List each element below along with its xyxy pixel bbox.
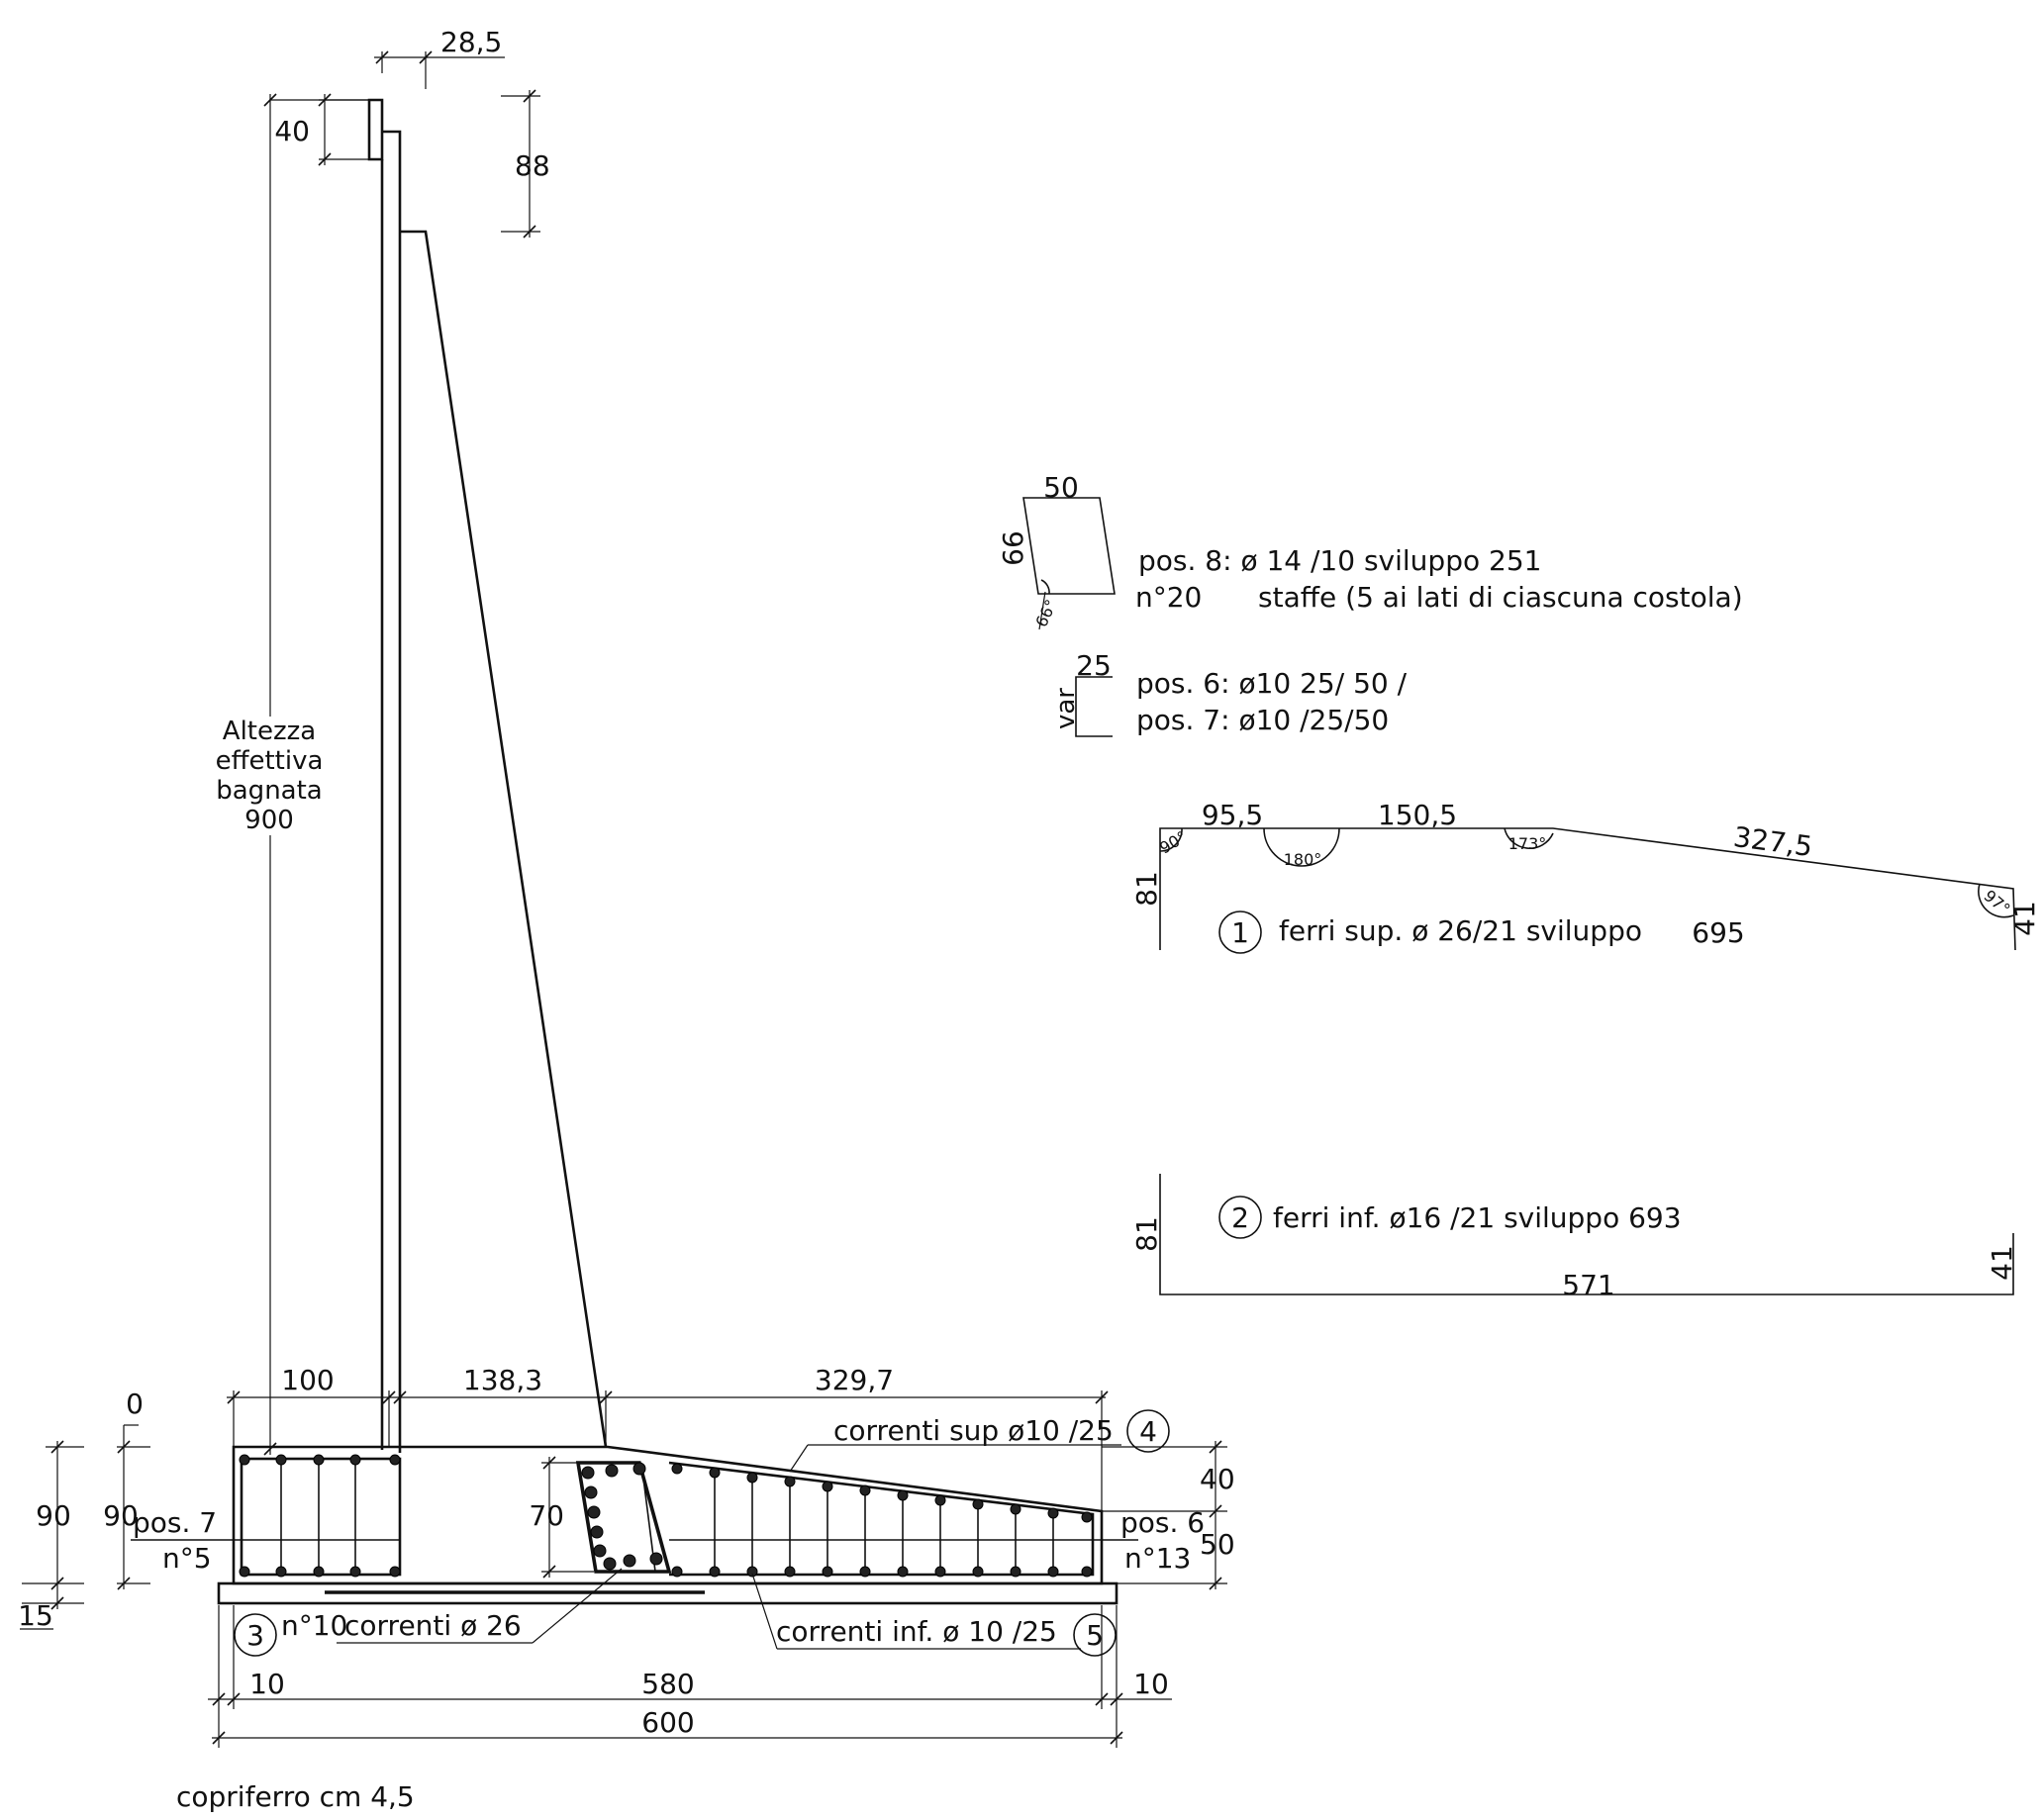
dim-label-50-right: 50: [1200, 1528, 1235, 1561]
pos8-shape: [1022, 497, 1116, 595]
dim-label-90-a: 90: [36, 1499, 71, 1532]
bar1-right: 41: [2008, 901, 2041, 936]
dim-label-40: 40: [274, 115, 310, 147]
pos8-angle: 66°: [1031, 597, 1060, 630]
rib-outline: [400, 230, 608, 1448]
height-line-2: effettiva: [216, 746, 324, 776]
left-cage-outline: [240, 1457, 402, 1577]
right-cage-stirrups: [714, 1469, 1054, 1575]
pos8-height: 66: [997, 530, 1029, 566]
dim-base-right: 40 50: [1102, 1440, 1235, 1590]
label-pos6: pos. 6: [1120, 1506, 1205, 1539]
label-n5: n°5: [162, 1542, 212, 1575]
dim-label-138-3: 138,3: [463, 1364, 542, 1396]
bar2-shape: [1159, 1174, 2014, 1295]
bar1-seg1: 95,5: [1202, 799, 1263, 831]
bar2-left: 81: [1130, 1216, 1163, 1252]
bar1-dev: 695: [1692, 916, 1744, 949]
label-circle-5: 5: [1086, 1619, 1104, 1652]
lean-concrete-slab: [217, 1581, 1118, 1605]
bar1-angle-1: 90°: [1156, 827, 1190, 858]
dim-effective-height: Altezza effettiva bagnata 900: [216, 93, 368, 1456]
dim-base-top: 100 138,3 329,7: [227, 1364, 1109, 1511]
dim-cap-drop: 88: [501, 89, 550, 239]
label-correnti-26: correnti ø 26: [344, 1609, 522, 1642]
dim-label-100: 100: [281, 1364, 334, 1396]
bar1-shape: [1159, 827, 2016, 951]
label-pos7: pos. 7: [133, 1506, 217, 1539]
bar1-circle: 1: [1231, 916, 1249, 949]
label-n13: n°13: [1124, 1542, 1191, 1575]
bar1-label: ferri sup. ø 26/21 sviluppo: [1279, 914, 1642, 947]
wall-face-line: [382, 130, 402, 1453]
bar2-circle: 2: [1231, 1201, 1249, 1234]
dim-label-10-right: 10: [1133, 1668, 1169, 1700]
bar2-right: 41: [1986, 1245, 2018, 1281]
dim-label-10-left: 10: [249, 1668, 285, 1700]
dim-label-88: 88: [515, 149, 550, 182]
pos8-line2-a: n°20: [1135, 581, 1202, 614]
label-correnti-sup: correnti sup ø10 /25: [833, 1414, 1114, 1447]
dim-top-width: 28,5: [374, 26, 505, 89]
dim-rib-height: 70: [529, 1456, 594, 1579]
label-n10: n°10: [281, 1609, 347, 1642]
dim-cap-height: 40: [274, 93, 368, 166]
bar1-seg2: 150,5: [1378, 799, 1457, 831]
height-line-1: Altezza: [223, 717, 316, 746]
dim-label-28-5: 28,5: [440, 26, 502, 58]
pos67-width: 25: [1076, 649, 1112, 682]
dim-base-left: 0 90 15 90: [18, 1388, 150, 1632]
rib-cage-outline: [575, 1461, 672, 1574]
bar1-left: 81: [1130, 871, 1163, 907]
label-circle-4: 4: [1139, 1415, 1157, 1448]
height-line-4: 900: [244, 806, 294, 835]
dim-base-bottom: 10 580 10 600: [208, 1605, 1172, 1748]
dim-label-600: 600: [641, 1706, 694, 1739]
pos6-line: pos. 6: ø10 25/ 50 /: [1136, 667, 1408, 700]
bar2-bottom: 571: [1562, 1269, 1614, 1301]
height-line-3: bagnata: [216, 776, 322, 806]
dim-label-15: 15: [18, 1599, 53, 1632]
rebar-dots: [239, 1454, 1093, 1578]
dim-label-90-b: 90: [103, 1499, 139, 1532]
wall-stem: [367, 98, 608, 1453]
pos8-width: 50: [1043, 471, 1079, 504]
dim-label-70: 70: [529, 1499, 564, 1532]
bar1-seg3: 327,5: [1731, 820, 1814, 863]
bar2-label: ferri inf. ø16 /21 sviluppo 693: [1273, 1201, 1682, 1234]
pos7-line: pos. 7: ø10 /25/50: [1136, 704, 1389, 736]
wall-cap-outline: [367, 98, 384, 161]
pos67-height: var: [1051, 688, 1081, 729]
dim-label-329-7: 329,7: [815, 1364, 894, 1396]
base-labels: correnti sup ø10 /25 4 pos. 7 n°5 pos. 6…: [133, 1409, 1205, 1813]
dim-label-580: 580: [641, 1668, 694, 1700]
label-circle-3: 3: [246, 1619, 264, 1652]
right-cage-outline: [668, 1461, 1095, 1577]
label-copriferro: copriferro cm 4,5: [176, 1780, 415, 1813]
pos67-detail: 25 var pos. 6: ø10 25/ 50 / pos. 7: ø10 …: [1051, 649, 1408, 737]
pos8-line2-b: staffe (5 ai lati di ciascuna costola): [1258, 581, 1743, 614]
footing-outline: [232, 1445, 1104, 1585]
bar1-detail: 95,5 150,5 327,5 81 41 90° 180° 173° 97°…: [1130, 799, 2041, 954]
pos8-stirrup-detail: 50 66 66° pos. 8: ø 14 /10 sviluppo 251 …: [997, 471, 1743, 630]
pos67-shape: [1075, 676, 1113, 737]
bar2-detail: 81 41 2 ferri inf. ø16 /21 sviluppo 693 …: [1130, 1174, 2018, 1301]
dim-label-0: 0: [126, 1388, 144, 1420]
bar1-angle-3: 173°: [1508, 834, 1547, 853]
dim-label-40-right: 40: [1200, 1463, 1235, 1495]
pos8-line1: pos. 8: ø 14 /10 sviluppo 251: [1138, 544, 1541, 577]
label-correnti-inf: correnti inf. ø 10 /25: [776, 1615, 1057, 1648]
bar1-angle-2: 180°: [1284, 850, 1322, 869]
